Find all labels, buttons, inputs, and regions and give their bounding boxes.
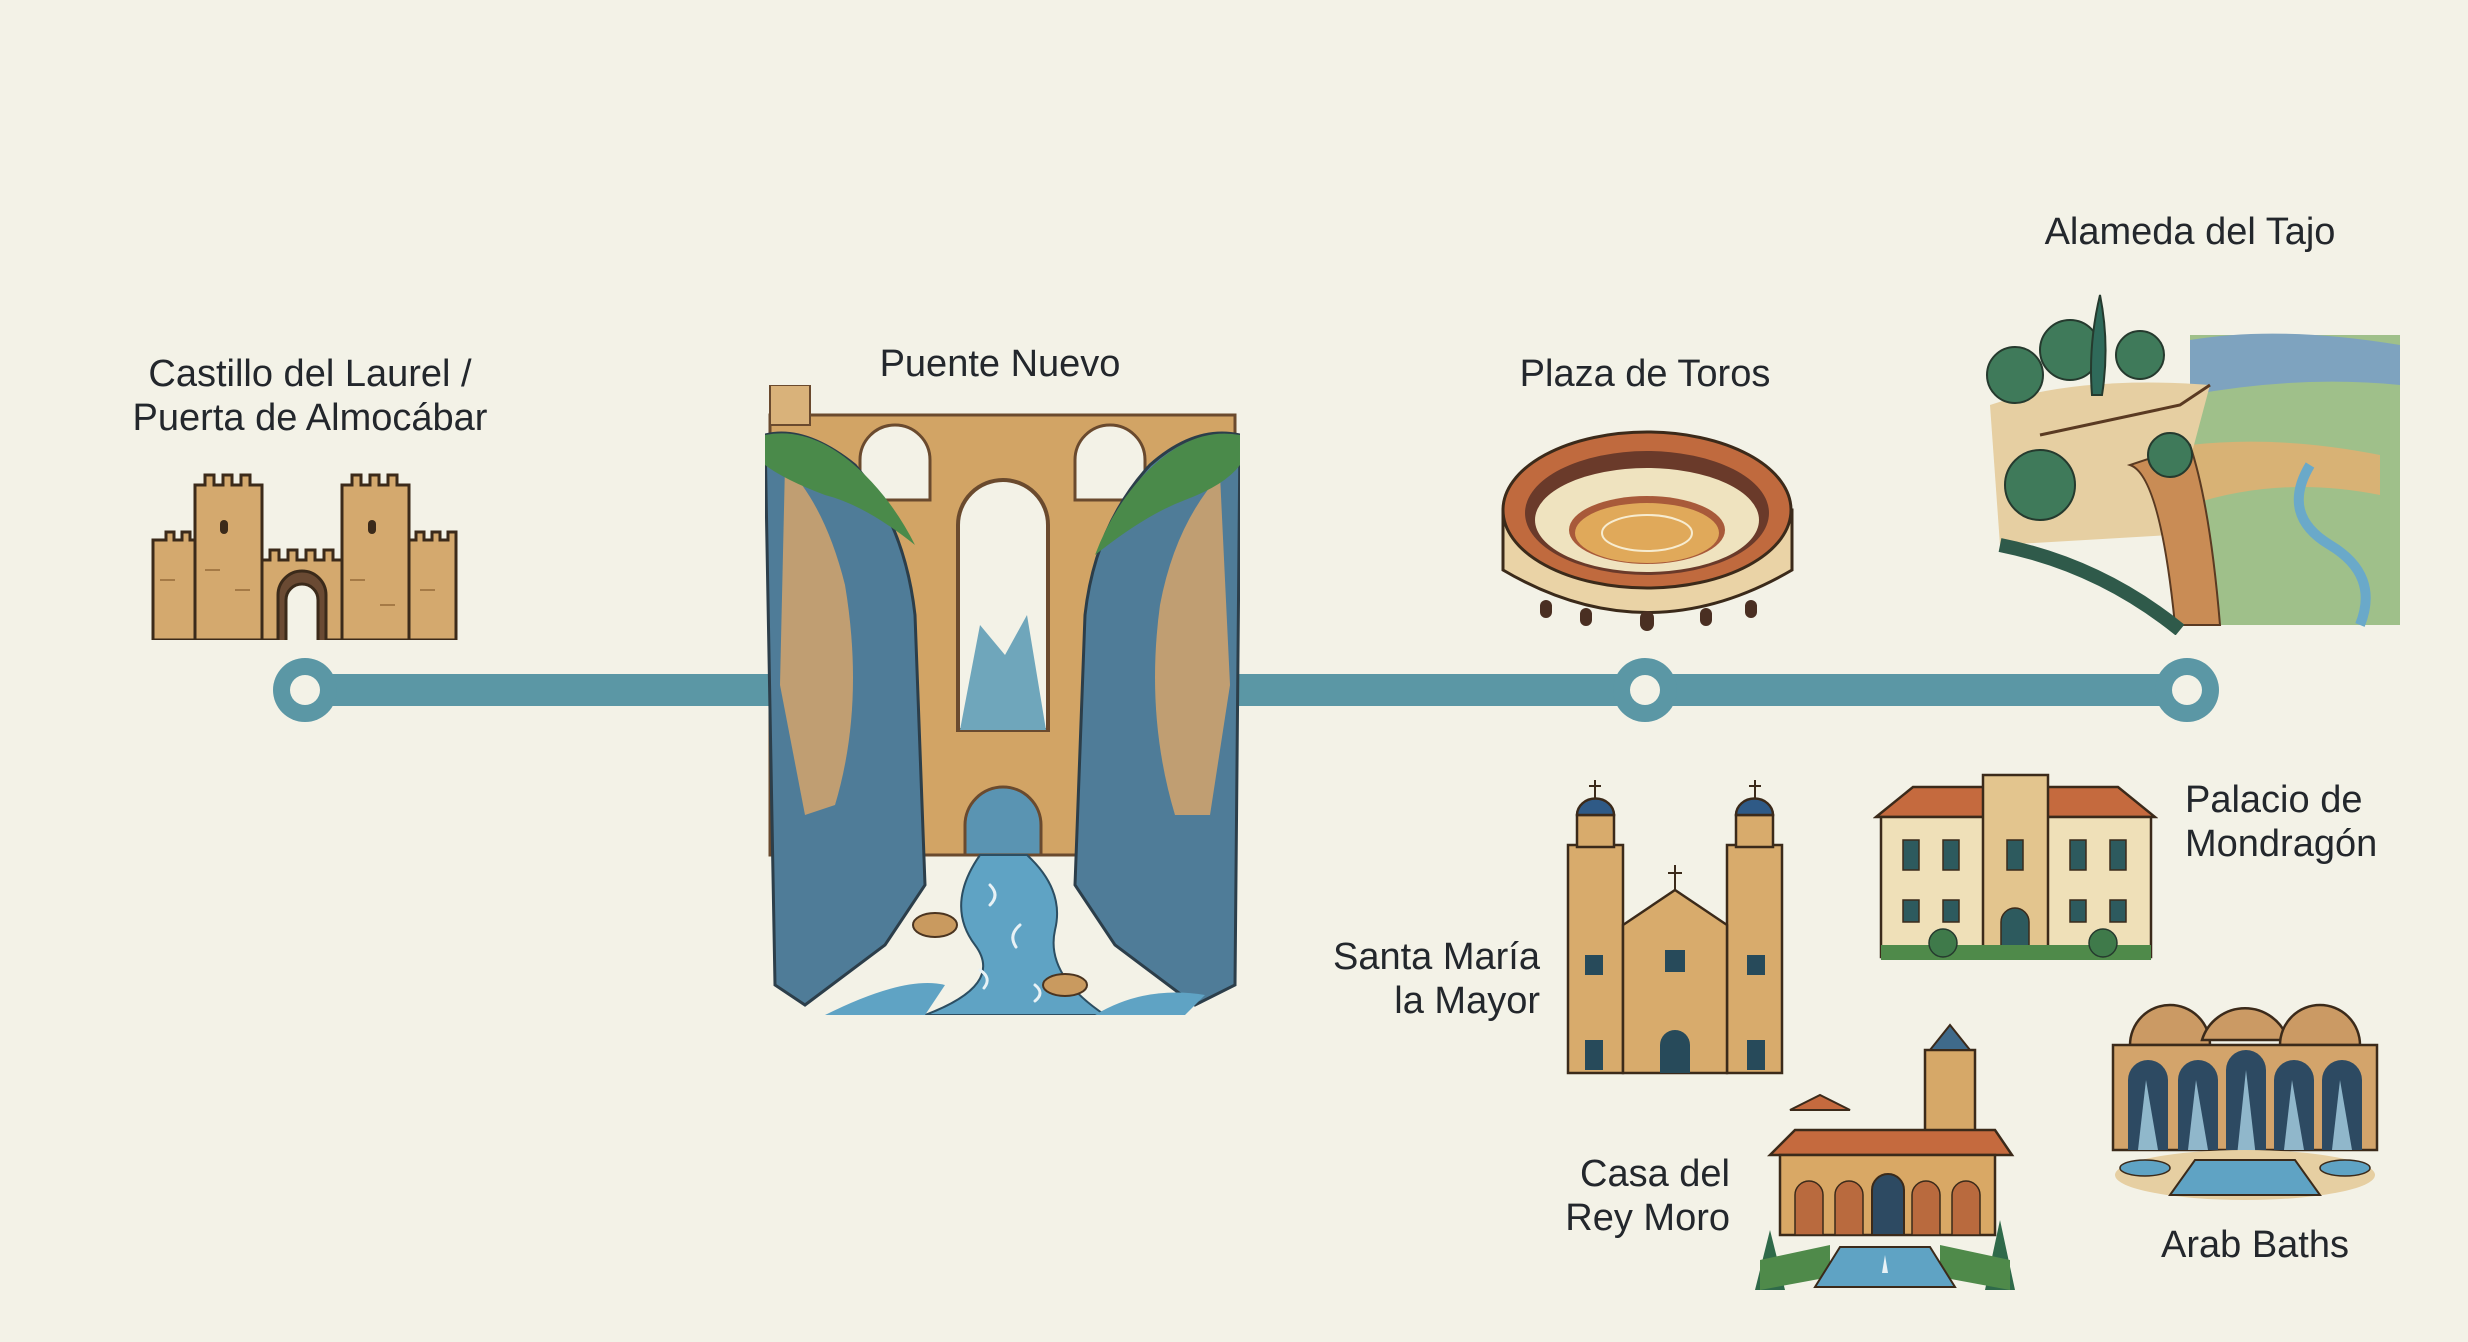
stop-label-palacio-de-mondragon: Palacio de Mondragón [2185,779,2378,865]
castle-gate-icon [150,470,465,640]
stop-label-casa-del-rey-moro: Casa del Rey Moro [1565,1153,1730,1239]
stop-label-castillo: Castillo del Laurel / Puerta de Almocába… [132,353,488,439]
stop-label-santa-maria-la-mayor: Santa María la Mayor [1333,936,1540,1022]
stop-label-arab-baths: Arab Baths [2161,1224,2349,1266]
stop-label-puente-nuevo: Puente Nuevo [879,343,1121,385]
timeline-node-alameda-del-tajo [2155,658,2219,722]
bullring-icon [1500,425,1795,635]
timeline-node-plaza-de-toros [1613,658,1677,722]
timeline-node-castillo [273,658,337,722]
moorish-house-icon [1750,1015,2020,1290]
arab-baths-icon [2110,985,2380,1200]
stop-label-plaza-de-toros: Plaza de Toros [1519,353,1771,395]
timeline-line [305,674,2185,706]
palace-icon [1873,765,2158,970]
church-icon [1565,775,1785,1075]
park-cliff-icon [1980,285,2405,635]
stop-label-alameda-del-tajo: Alameda del Tajo [2044,211,2336,253]
bridge-gorge-icon [765,385,1240,1015]
